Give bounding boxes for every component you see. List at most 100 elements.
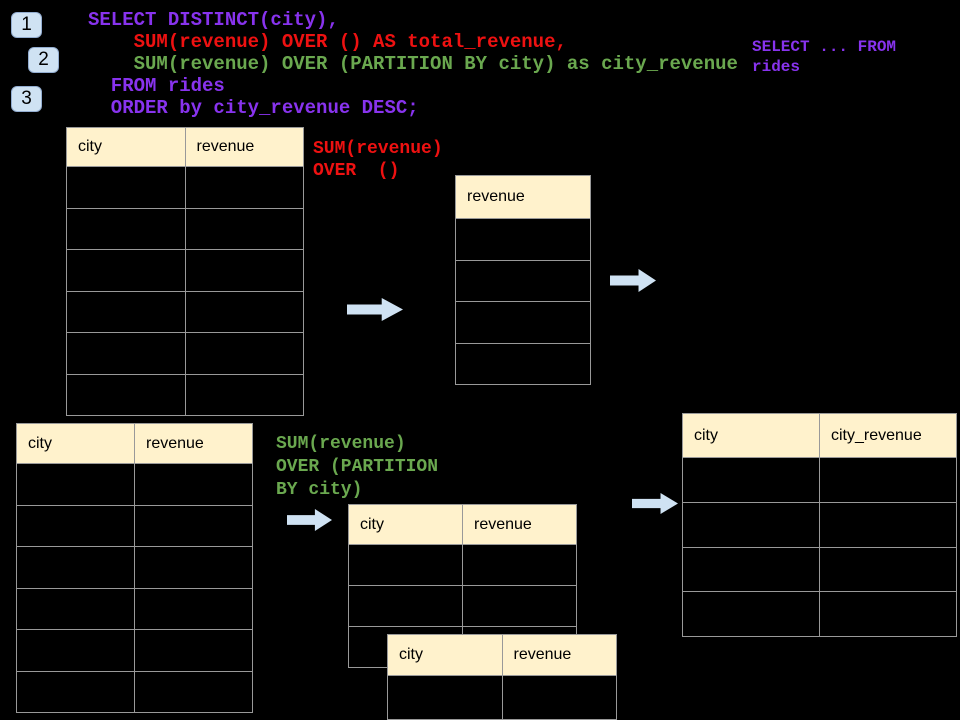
table-row bbox=[456, 260, 590, 302]
empty-cell bbox=[388, 676, 503, 719]
table-row bbox=[683, 592, 956, 636]
table-header-row: revenue bbox=[456, 176, 590, 219]
table-row bbox=[456, 302, 590, 344]
code-line: SUM(revenue) bbox=[276, 434, 406, 454]
empty-cell bbox=[17, 588, 135, 629]
empty-cell bbox=[349, 545, 463, 585]
table-row bbox=[17, 588, 252, 630]
partition-table-upper: city revenue bbox=[348, 504, 577, 668]
table-row bbox=[388, 676, 616, 720]
table-row bbox=[349, 586, 576, 627]
code-line: SELECT DISTINCT(city), bbox=[88, 9, 339, 31]
empty-cell bbox=[17, 547, 135, 588]
table-row bbox=[17, 464, 252, 506]
empty-cell bbox=[463, 586, 576, 626]
table-row bbox=[67, 208, 303, 250]
empty-cell bbox=[185, 208, 303, 249]
empty-cell bbox=[17, 464, 135, 505]
right-arrow-icon bbox=[632, 493, 678, 514]
sql-from-note: SELECT ... FROM rides bbox=[752, 37, 896, 77]
empty-cell bbox=[135, 505, 252, 546]
code-line: FROM rides bbox=[88, 75, 225, 97]
empty-cell bbox=[683, 592, 820, 636]
right-arrow-icon bbox=[287, 509, 332, 531]
right-arrow-icon bbox=[347, 298, 403, 321]
code-line: ORDER by city_revenue DESC; bbox=[88, 97, 419, 119]
empty-cell bbox=[820, 547, 956, 592]
sum-over-total-label: SUM(revenue)OVER () bbox=[313, 138, 443, 182]
table-row bbox=[17, 630, 252, 672]
code-line: SELECT ... FROM bbox=[752, 38, 897, 56]
empty-cell bbox=[349, 586, 463, 626]
column-header: city bbox=[388, 635, 503, 675]
empty-cell bbox=[185, 167, 303, 208]
empty-cell bbox=[820, 502, 956, 547]
code-line: OVER () bbox=[313, 161, 400, 181]
empty-cell bbox=[135, 588, 252, 629]
empty-cell bbox=[185, 250, 303, 291]
city-revenue-result-table: city city_revenue bbox=[682, 413, 957, 637]
column-header: city bbox=[683, 414, 820, 457]
table-header-row: city revenue bbox=[67, 128, 303, 167]
empty-cell bbox=[820, 592, 956, 636]
column-header: city_revenue bbox=[831, 426, 922, 444]
partition-table-lower: city revenue bbox=[387, 634, 617, 720]
table-row bbox=[17, 505, 252, 547]
empty-cell bbox=[67, 374, 186, 415]
empty-cell bbox=[185, 291, 303, 332]
sql-query-code: SELECT DISTINCT(city), SUM(revenue) OVER… bbox=[88, 9, 738, 119]
empty-cell bbox=[502, 676, 616, 719]
empty-cell bbox=[683, 458, 820, 502]
table-header-row: city city_revenue bbox=[683, 414, 956, 458]
table-row bbox=[67, 374, 303, 415]
table-row bbox=[456, 343, 590, 384]
empty-cell bbox=[683, 502, 820, 547]
empty-cell bbox=[820, 458, 956, 502]
table-row bbox=[683, 502, 956, 548]
empty-cell bbox=[67, 208, 186, 249]
empty-cell bbox=[456, 260, 590, 301]
column-header: city bbox=[349, 505, 463, 544]
table-row bbox=[349, 545, 576, 586]
empty-cell bbox=[463, 545, 576, 585]
column-header: revenue bbox=[513, 646, 572, 663]
empty-cell bbox=[135, 630, 252, 671]
table-row bbox=[67, 333, 303, 375]
column-header: revenue bbox=[196, 138, 255, 155]
step-badge-2: 2 bbox=[28, 47, 59, 73]
empty-cell bbox=[17, 671, 135, 712]
empty-cell bbox=[17, 630, 135, 671]
empty-cell bbox=[67, 167, 186, 208]
right-arrow-icon bbox=[610, 269, 656, 292]
code-line: OVER (PARTITION bbox=[276, 457, 439, 477]
empty-cell bbox=[185, 333, 303, 374]
table-header-row: city revenue bbox=[388, 635, 616, 676]
empty-cell bbox=[456, 219, 590, 260]
table-row bbox=[683, 458, 956, 503]
code-line: rides bbox=[752, 58, 801, 76]
source-table-top: city revenue bbox=[66, 127, 304, 416]
table-header-row: city revenue bbox=[349, 505, 576, 545]
empty-cell bbox=[67, 333, 186, 374]
empty-cell bbox=[456, 302, 590, 343]
column-header: revenue bbox=[467, 188, 525, 205]
column-header: city bbox=[67, 128, 186, 166]
empty-cell bbox=[185, 374, 303, 415]
empty-cell bbox=[135, 547, 252, 588]
table-row bbox=[17, 547, 252, 589]
column-header: revenue bbox=[474, 515, 532, 533]
table-row bbox=[683, 547, 956, 593]
empty-cell bbox=[67, 250, 186, 291]
total-revenue-result-table: revenue bbox=[455, 175, 591, 385]
code-line: SUM(revenue) OVER () AS total_revenue, bbox=[88, 31, 567, 53]
empty-cell bbox=[17, 505, 135, 546]
code-line: SUM(revenue) bbox=[313, 139, 443, 159]
code-line: SUM(revenue) OVER (PARTITION BY city) as… bbox=[88, 53, 738, 75]
table-row bbox=[67, 167, 303, 209]
table-row bbox=[17, 671, 252, 712]
table-row bbox=[67, 250, 303, 292]
